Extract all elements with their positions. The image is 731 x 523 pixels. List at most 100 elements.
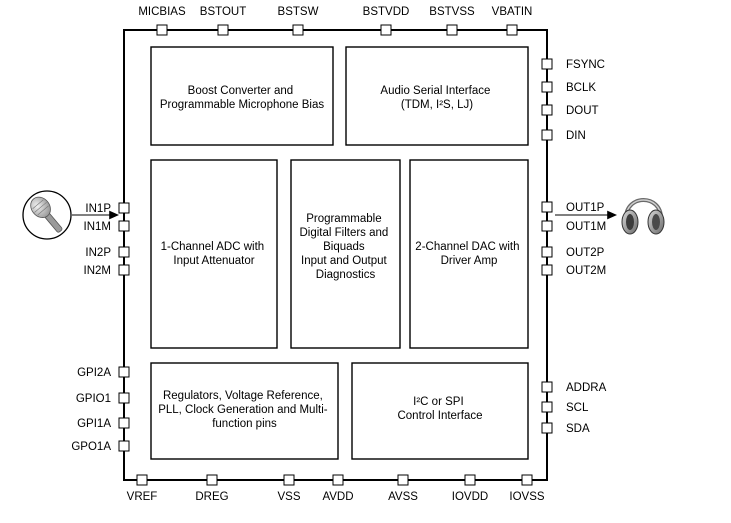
pin-label-bstvdd: BSTVDD bbox=[363, 6, 410, 18]
pin-pad-in2p bbox=[118, 246, 130, 258]
pin-pads bbox=[118, 24, 553, 486]
pin-pad-vref bbox=[136, 474, 148, 486]
pin-label-gpio1: GPIO1 bbox=[76, 393, 111, 405]
adc-line-2: Input Attenuator bbox=[173, 255, 254, 267]
boost-line-2: Programmable Microphone Bias bbox=[160, 99, 325, 111]
pin-label-micbias: MICBIAS bbox=[138, 6, 186, 18]
asi-line-2: (TDM, I²S, LJ) bbox=[401, 99, 473, 111]
pin-label-vbatin: VBATIN bbox=[492, 6, 533, 18]
dsp-line-6: Diagnostics bbox=[316, 269, 376, 281]
pin-pad-in2m bbox=[118, 264, 130, 276]
pin-pad-vbatin bbox=[506, 24, 518, 36]
reg-line-3: function pins bbox=[212, 418, 277, 430]
dac-line-2: Driver Amp bbox=[441, 255, 498, 267]
pin-label-dreg: DREG bbox=[195, 491, 228, 503]
pin-label-bstout: BSTOUT bbox=[200, 6, 246, 18]
svg-text:I²C or SPI Control Inter: I²C or SPI Control Interface bbox=[397, 396, 482, 422]
pin-label-out1p: OUT1P bbox=[566, 202, 605, 214]
ctrl-line-2: Control Interface bbox=[397, 410, 482, 422]
pin-label-din: DIN bbox=[566, 130, 586, 142]
dsp-line-5: Input and Output bbox=[301, 255, 387, 267]
adc-line-1: 1-Channel ADC with bbox=[161, 241, 265, 253]
pin-pad-scl bbox=[541, 401, 553, 413]
asi-line-1: Audio Serial Interface bbox=[380, 85, 490, 97]
adc-block: 1-Channel ADC with Input Attenuator bbox=[150, 159, 278, 349]
pin-label-bstvss: BSTVSS bbox=[429, 6, 475, 18]
pin-pad-out1m bbox=[541, 220, 553, 232]
pin-pad-dout bbox=[541, 104, 553, 116]
pin-pad-fsync bbox=[541, 58, 553, 70]
pin-label-in2p: IN2P bbox=[85, 247, 111, 259]
regulators-block: Regulators, Voltage Reference, PLL, Cloc… bbox=[150, 362, 339, 460]
pin-label-vss: VSS bbox=[277, 491, 300, 503]
pin-pad-bclk bbox=[541, 81, 553, 93]
pin-pad-addra bbox=[541, 381, 553, 393]
svg-text:1-Channel ADC with Input: 1-Channel ADC with Input Attenuator bbox=[161, 241, 268, 267]
pin-pad-bstvss bbox=[446, 24, 458, 36]
pin-label-in1p: IN1P bbox=[85, 203, 111, 215]
pin-pad-sda bbox=[541, 422, 553, 434]
pin-pad-iovdd bbox=[464, 474, 476, 486]
dsp-block: Programmable Digital Filters and Biquads… bbox=[290, 159, 401, 349]
pin-label-in1m: IN1M bbox=[84, 221, 111, 233]
pin-pad-bstvdd bbox=[380, 24, 392, 36]
pin-label-sda: SDA bbox=[566, 423, 590, 435]
ctrl-line-1: I²C or SPI bbox=[413, 396, 463, 408]
pin-label-fsync: FSYNC bbox=[566, 59, 605, 71]
svg-text:Boost Converter and Prog: Boost Converter and Programmable Microph… bbox=[160, 85, 325, 111]
boost-line-1: Boost Converter and bbox=[188, 85, 293, 97]
reg-line-1: Regulators, Voltage Reference, bbox=[163, 390, 323, 402]
pin-label-out2m: OUT2M bbox=[566, 265, 606, 277]
pin-label-avdd: AVDD bbox=[322, 491, 353, 503]
pin-pad-out2m bbox=[541, 264, 553, 276]
pin-pad-gpo1a bbox=[118, 440, 130, 452]
pin-label-iovss: IOVSS bbox=[509, 491, 544, 503]
pin-label-out1m: OUT1M bbox=[566, 221, 606, 233]
pin-label-dout: DOUT bbox=[566, 105, 599, 117]
pin-label-in2m: IN2M bbox=[84, 265, 111, 277]
audio-serial-interface-block: Audio Serial Interface (TDM, I²S, LJ) bbox=[345, 46, 529, 146]
pin-pad-iovss bbox=[521, 474, 533, 486]
pin-pad-in1p bbox=[118, 202, 130, 214]
pin-pad-vss bbox=[283, 474, 295, 486]
dsp-line-2: Digital Filters and bbox=[299, 227, 388, 239]
pin-pad-gpi1a bbox=[118, 417, 130, 429]
pin-label-bstsw: BSTSW bbox=[278, 6, 319, 18]
pin-pad-in1m bbox=[118, 220, 130, 232]
pin-label-bclk: BCLK bbox=[566, 82, 596, 94]
pin-label-gpi2a: GPI2A bbox=[77, 367, 111, 379]
dac-line-1: 2-Channel DAC with bbox=[415, 241, 519, 253]
boost-converter-block: Boost Converter and Programmable Microph… bbox=[150, 46, 334, 146]
svg-text:2-Channel DAC with Drive: 2-Channel DAC with Driver Amp bbox=[415, 241, 522, 267]
pin-pad-dreg bbox=[206, 474, 218, 486]
pin-label-addra: ADDRA bbox=[566, 382, 607, 394]
svg-text:Programmable Digital Fil: Programmable Digital Filters and Biquads… bbox=[299, 213, 391, 281]
headphones-icon bbox=[621, 198, 665, 235]
pin-label-gpi1a: GPI1A bbox=[77, 418, 111, 430]
pin-pad-gpi2a bbox=[118, 366, 130, 378]
pin-label-out2p: OUT2P bbox=[566, 247, 605, 259]
pin-pad-avdd bbox=[332, 474, 344, 486]
pin-pad-out1p bbox=[541, 201, 553, 213]
pin-labels: MICBIAS BSTOUT BSTSW BSTVDD BSTVSS VBATIN VREF… bbox=[71, 6, 606, 503]
dsp-line-1: Programmable bbox=[306, 213, 381, 225]
pin-label-iovdd: IOVDD bbox=[452, 491, 488, 503]
pin-pad-bstsw bbox=[292, 24, 304, 36]
pin-label-avss: AVSS bbox=[388, 491, 418, 503]
dsp-line-3: Biquads bbox=[323, 241, 365, 253]
microphone-icon bbox=[22, 190, 72, 240]
svg-text:Audio Serial Interface (: Audio Serial Interface (TDM, I²S, LJ) bbox=[380, 85, 493, 111]
pin-pad-gpio1 bbox=[118, 392, 130, 404]
pin-pad-bstout bbox=[217, 24, 229, 36]
pin-pad-out2p bbox=[541, 246, 553, 258]
pin-label-scl: SCL bbox=[566, 402, 589, 414]
pin-label-gpo1a: GPO1A bbox=[71, 441, 111, 453]
pin-pad-din bbox=[541, 129, 553, 141]
pin-pad-avss bbox=[397, 474, 409, 486]
svg-text:Regulators, Voltage Reference,: Regulators, Voltage Reference, PLL, Cloc… bbox=[158, 390, 331, 430]
pin-pad-micbias bbox=[156, 24, 168, 36]
reg-line-2: PLL, Clock Generation and Multi- bbox=[158, 404, 328, 416]
pin-label-vref: VREF bbox=[127, 491, 158, 503]
control-interface-block: I²C or SPI Control Interface bbox=[351, 362, 529, 460]
